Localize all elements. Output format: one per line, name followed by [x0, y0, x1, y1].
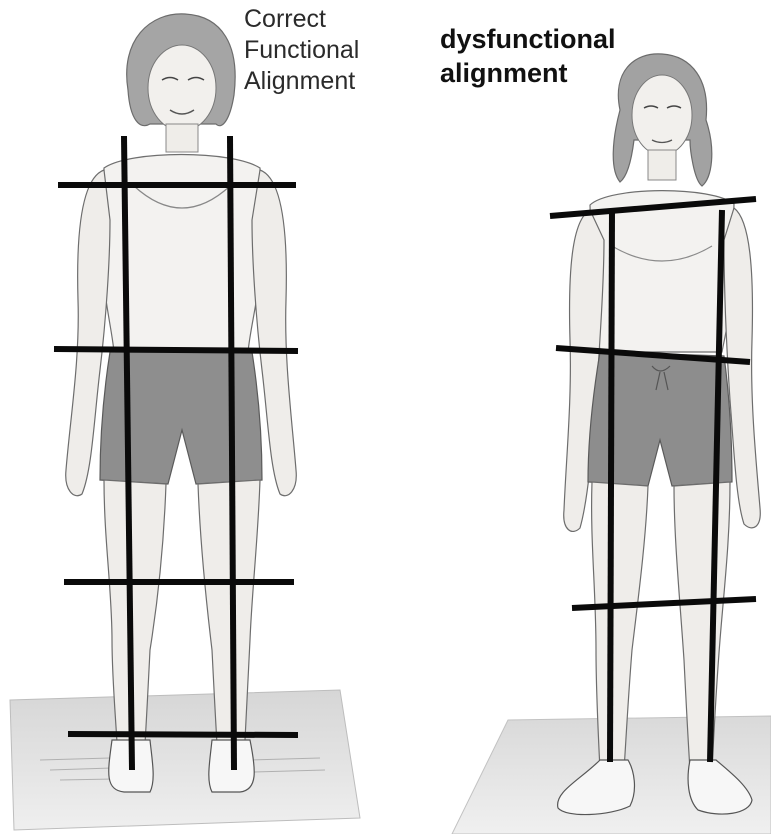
dysfunctional-figure	[452, 54, 771, 834]
hip-line-left	[54, 349, 298, 351]
ankle-line-left	[68, 734, 298, 735]
dysfunctional-label-line-2: alignment	[440, 56, 616, 90]
floor-platform-left	[10, 690, 360, 830]
correct-label-line-3: Alignment	[244, 66, 359, 97]
correct-label-line-1: Correct	[244, 4, 359, 35]
dysfunctional-alignment-label: dysfunctional alignment	[440, 22, 616, 90]
face-left	[148, 45, 216, 131]
correct-figure	[10, 14, 360, 830]
vertical-line-left-2	[230, 136, 234, 770]
correct-label-line-2: Functional	[244, 35, 359, 66]
vertical-line-right-1	[610, 210, 612, 762]
correct-alignment-label: Correct Functional Alignment	[244, 4, 359, 97]
dysfunctional-label-line-1: dysfunctional	[440, 22, 616, 56]
